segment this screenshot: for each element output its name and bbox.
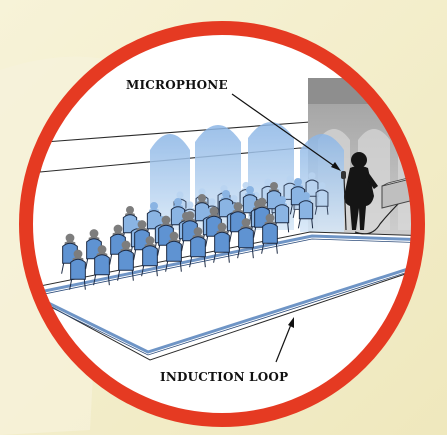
seated-person-icon (117, 240, 134, 281)
audience-front-rows (61, 197, 278, 290)
seated-person-icon (297, 192, 314, 229)
seated-person-icon (213, 222, 230, 263)
seated-person-icon (165, 231, 182, 272)
seated-person-icon (261, 213, 278, 254)
microphone-icon (341, 171, 347, 231)
room-scene (32, 78, 412, 361)
seated-person-icon (237, 218, 254, 259)
induction-loop-callout: INDUCTION LOOP (160, 317, 294, 384)
microphone-label: MICROPHONE (126, 78, 228, 92)
speaker-silhouette-icon (344, 152, 378, 230)
seated-person-icon (189, 227, 206, 268)
induction-loop-wire (32, 234, 412, 354)
seated-person-icon (141, 236, 158, 277)
seated-person-icon (304, 172, 319, 205)
seated-person-icon (93, 245, 110, 286)
room-floor (32, 231, 412, 361)
seated-person-icon (133, 220, 150, 261)
seated-person-icon (273, 196, 290, 233)
red-ring (19, 21, 425, 427)
seated-person-icon (69, 249, 86, 290)
microphone-callout: MICROPHONE (126, 78, 341, 171)
induction-loop-label: INDUCTION LOOP (160, 370, 288, 384)
induction-loop-wire-shadow (32, 238, 412, 356)
seated-person-icon (314, 182, 329, 215)
microphone-cable (354, 199, 403, 235)
